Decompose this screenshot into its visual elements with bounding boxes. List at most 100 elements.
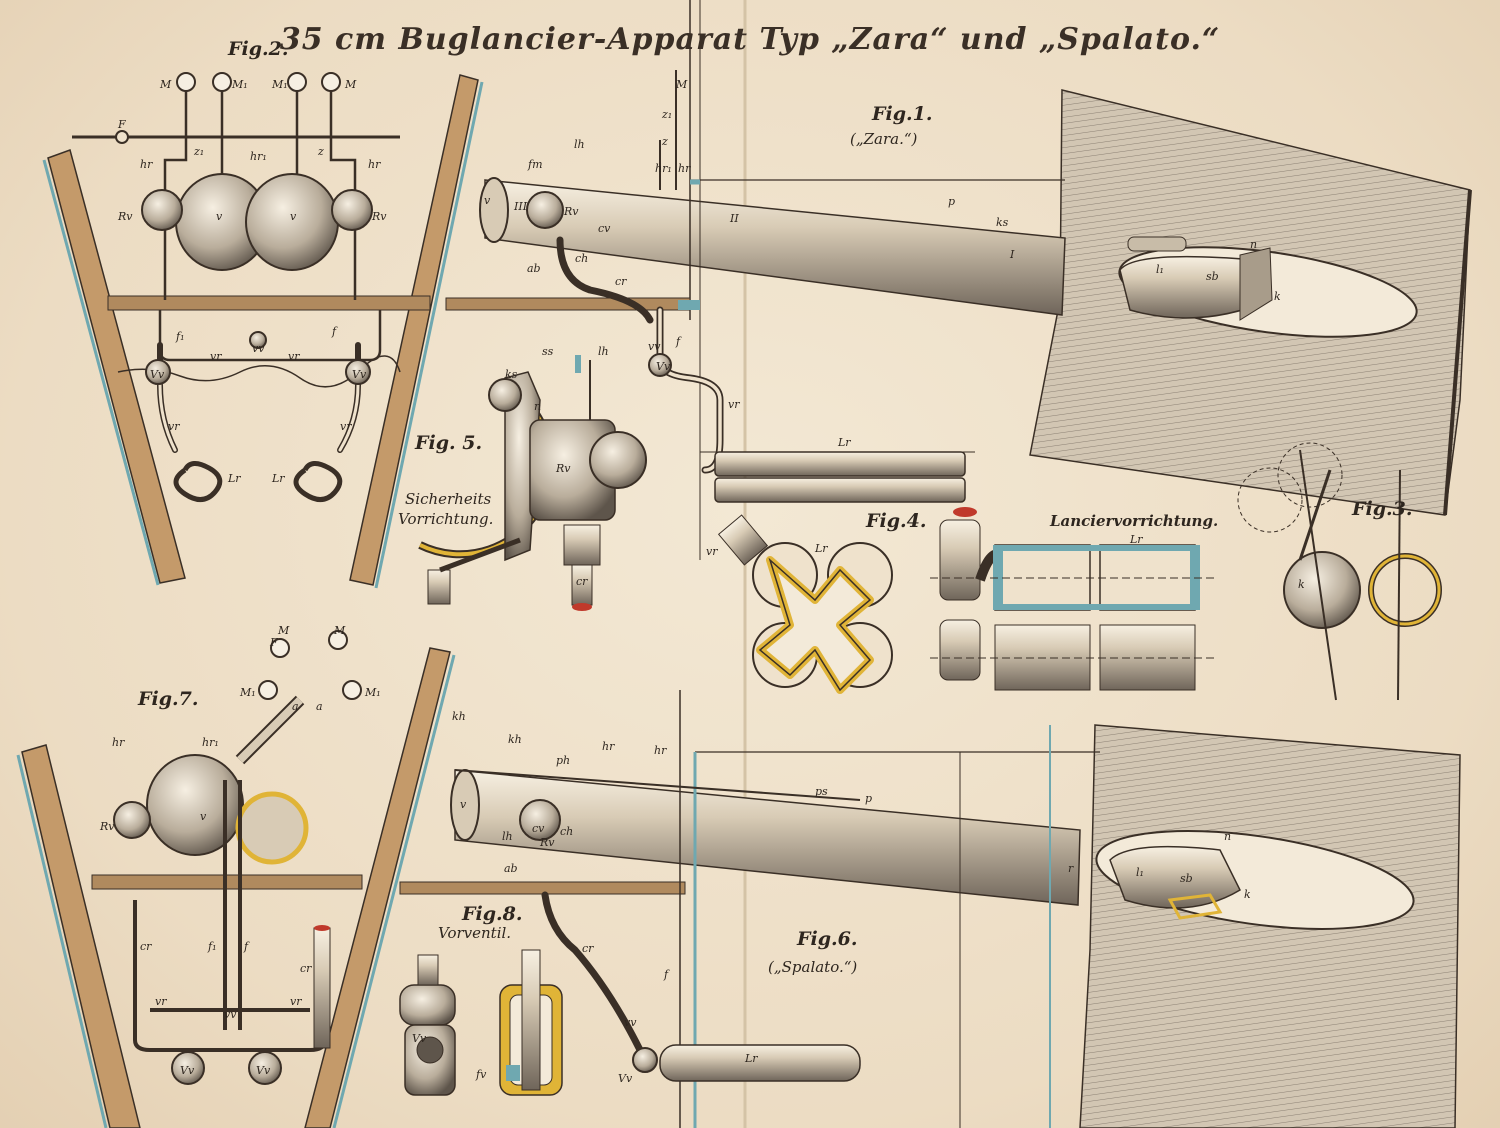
part-label-n-fig6: n [1224,830,1232,843]
part-label-M1b: M₁ [272,78,288,91]
part-label-Vv-fig8: Vv [412,1032,427,1045]
part-label-Vv-b: Vv [352,368,367,381]
fig5-drawing [418,355,647,611]
part-label-M-fig7: M [278,624,290,637]
part-label-f-fig6: f [664,968,669,981]
part-label-v-fig6: v [460,798,467,811]
part-label-ab-fig6: ab [504,862,518,875]
plate-title: 35 cm Buglancier-Apparat Typ „Zara“ und … [279,22,1221,57]
fig6-caption: („Spalato.“) [768,958,858,976]
part-label-z: z [318,145,324,158]
fig7-drawing [16,630,456,1128]
fig8-caption: Vorventil. [438,924,512,942]
part-label-vr-b: vr [288,350,300,363]
part-label-fv: fv [476,1068,487,1081]
part-label-kh-b: kh [508,733,522,746]
part-label-ch: ch [575,252,589,265]
part-label-ph: ph [556,754,571,767]
part-label-hr-fig1: hr [678,162,691,175]
part-label-lh-fig6: lh [502,830,513,843]
part-label-f1: f₁ [176,330,185,343]
part-label-M1-fig7b: M₁ [365,686,381,699]
part-label-hr: hr [140,158,153,171]
part-label-n-fig5: n [534,400,542,413]
part-label-lh-fig5: lh [598,345,609,358]
part-label-r: r [1068,862,1074,875]
part-label-F: F [118,118,126,131]
part-label-Rv-fig7: Rv [100,820,115,833]
part-label-k: k [1274,290,1281,303]
fig5-caption-1: Sicherheits [405,490,492,508]
part-label-Vv-fig7b: Vv [256,1064,271,1077]
fig4-label: Fig.4. [866,510,927,532]
part-label-Vv-fig7: Vv [180,1064,195,1077]
part-label-a: a [292,700,299,713]
part-label-hr1-fig7: hr₁ [202,736,219,749]
part-label-hr1-fig1: hr₁ [655,162,672,175]
fig6-drawing [399,690,1461,1128]
fig7-label: Fig.7. [138,688,199,710]
part-label-sb-fig6: sb [1180,872,1193,885]
part-label-Rv-fig6: Rv [540,836,555,849]
fig6-label: Fig.6. [797,928,858,950]
part-label-kh: kh [452,710,466,723]
part-label-M-fig7b: M [334,624,346,637]
part-label-II: II [730,212,739,225]
part-label-ch-fig6: ch [560,825,574,838]
fig8-drawing [399,949,563,1096]
part-label-M1: M₁ [232,78,248,91]
part-label-f-fig1: f [676,335,681,348]
part-label-cr-fig7: cr [140,940,152,953]
part-label-lh: lh [574,138,585,151]
part-label-ks-fig5: ks [505,368,518,381]
part-label-hr-fig7: hr [112,736,125,749]
part-label-vr: vr [210,350,222,363]
fig2-drawing [42,72,484,589]
part-label-f: f [332,325,337,338]
fig2-label: Fig.2. [228,38,289,60]
part-label-Lr: Lr [228,472,241,485]
part-label-cr-fig7b: cr [300,962,312,975]
part-label-fm: fm [528,158,543,171]
part-label-vr-fig1: vr [728,398,740,411]
part-label-M: M [160,78,172,91]
part-label-ab: ab [527,262,541,275]
part-label-sb: sb [1206,270,1219,283]
lancier-drawing [930,507,1215,691]
part-label-Lr-fig6: Lr [745,1052,758,1065]
part-label-l1-fig6: l₁ [1136,866,1144,879]
part-label-I: I [1010,248,1015,261]
fig5-caption-2: Vorrichtung. [398,510,494,528]
part-label-vr-c: vr [168,420,180,433]
part-label-k-fig3: k [1298,578,1305,591]
part-label-v: v [216,210,223,223]
part-label-p: p [948,195,956,208]
part-label-vr-fig4: vr [706,545,718,558]
fig1-label: Fig.1. [872,103,933,125]
part-label-p-fig6: p [865,792,873,805]
part-label-vv: vv [252,342,265,355]
part-label-vv-fig6: vv [624,1016,637,1029]
fig1-drawing [445,0,1472,560]
part-label-Lr-fig1: Lr [838,436,851,449]
part-label-Rv-fig1: Rv [564,205,579,218]
part-label-F-fig7: F [270,636,278,649]
part-label-Rv-b: Rv [372,210,387,223]
part-label-z-fig1: z [662,135,668,148]
part-label-vr-fig7b: vr [290,995,302,1008]
part-label-Lr-b: Lr [272,472,285,485]
part-label-ks: ks [996,216,1009,229]
part-label-Rv: Rv [118,210,133,223]
part-label-Vv-fig1: Vv [656,360,671,373]
part-label-cr-fig5: cr [576,575,588,588]
part-label-Mb: M [345,78,357,91]
part-label-hr1: hr₁ [250,150,267,163]
part-label-f1-fig7: f₁ [208,940,217,953]
part-label-vv-fig1: vv [648,340,661,353]
part-label-Vv-fig6: Vv [618,1072,633,1085]
fig3-label: Fig.3. [1352,498,1413,520]
fig1-caption: („Zara.“) [850,130,918,148]
fig4-drawing [717,514,893,694]
